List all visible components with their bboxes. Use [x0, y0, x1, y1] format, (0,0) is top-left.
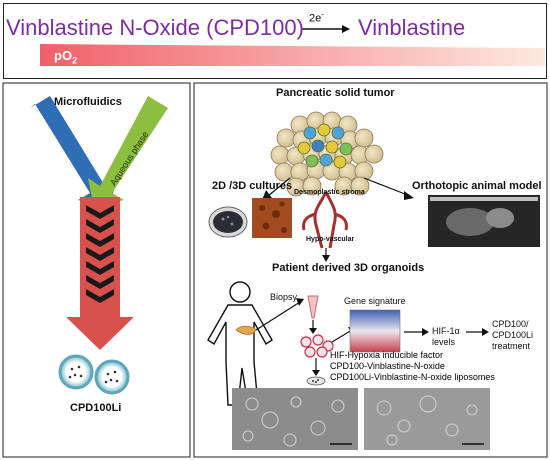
microfluidics-title: Microfluidics: [54, 96, 122, 108]
animal-model-label: Orthotopic animal model: [412, 180, 542, 192]
gene-signature-heatmap: [349, 309, 401, 353]
blood-vessel: [302, 191, 348, 249]
arrow-to-gene: [331, 329, 353, 343]
abbreviation-legend: HIF-Hypoxia inducible factor CPD100-Vinb…: [330, 350, 495, 383]
electron-sup: -: [321, 10, 324, 19]
legend-item: CPD100-Vinblastine-N-oxide: [330, 361, 445, 371]
liposome-icon: [94, 359, 130, 395]
po2-subscript: 2: [72, 55, 78, 66]
organoid-micrograph-right: [364, 388, 490, 450]
cultures-label: 2D /3D cultures: [212, 180, 293, 192]
po2-label: pO2: [54, 48, 77, 66]
treatment-label: CPD100/ CPD100Li treatment: [492, 319, 534, 351]
electron-value: 2e: [309, 12, 322, 25]
tumor-title: Pancreatic solid tumor: [276, 87, 395, 99]
mixing-chevrons: [86, 205, 114, 303]
hypoxic-core-cells: [297, 123, 353, 169]
electron-label: 2e-: [309, 10, 324, 25]
liposome-icon: [58, 354, 94, 390]
petri-dish-icon: [306, 376, 326, 386]
petri-dish-image: [208, 206, 248, 238]
legend-item: HIF-Hypoxia inducible factor: [330, 350, 444, 360]
organic-phase-arrow: [30, 96, 118, 208]
arrow-to-biopsy: [255, 301, 301, 331]
gene-signature-label: Gene signature: [344, 296, 406, 306]
left-panel-frame: [2, 82, 191, 458]
organoid-cluster: [300, 334, 334, 358]
stroma-label: Desmoplastic stroma: [294, 189, 365, 196]
right-panel-frame: [193, 82, 548, 458]
header-panel: [3, 3, 547, 79]
aqueous-phase-arrow: [88, 96, 168, 208]
patient-silhouette: [207, 281, 273, 406]
organoids-title: Patient derived 3D organoids: [272, 262, 425, 274]
hif-levels-label: HIF-1α levels: [432, 326, 460, 347]
main-arrow-head: [66, 317, 134, 350]
arrow-to-animal: [363, 177, 411, 197]
arrow-to-cultures: [267, 177, 291, 197]
biopsy-label: Biopsy: [270, 292, 298, 302]
title-right-compound: Vinblastine: [358, 15, 466, 40]
biopsy-tube: [307, 295, 319, 319]
po2-value: pO: [54, 48, 73, 63]
pancreas-icon: [235, 325, 257, 335]
product-label: CPD100Li: [70, 402, 122, 414]
hypo-vascular-label: Hypo-vascular: [306, 236, 355, 243]
title-left-compound: Vinblastine N-Oxide (CPD100): [6, 15, 304, 40]
legend-item: CPD100Li-Vinblastine-N-oxide liposomes: [330, 372, 495, 382]
po2-gradient-wedge: [40, 44, 545, 66]
